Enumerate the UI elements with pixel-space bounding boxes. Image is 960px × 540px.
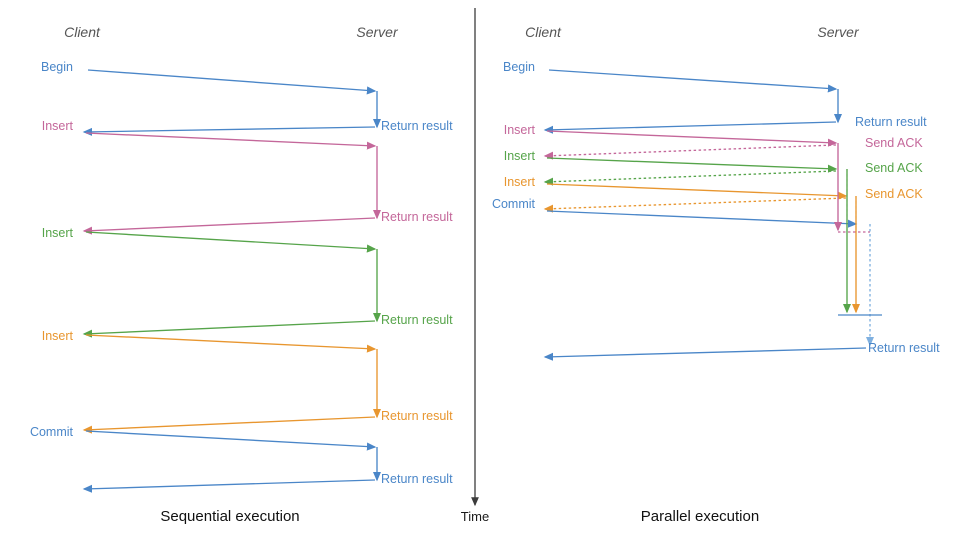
left-actor-server: Server [356, 24, 399, 40]
right-server-label-0: Return result [855, 115, 927, 129]
right-panel-messages [543, 69, 882, 361]
left-panel [82, 69, 382, 493]
right-server-label-3: Send ACK [865, 187, 923, 201]
message-arrow [82, 126, 376, 136]
left-server-label-2: Return result [381, 313, 453, 327]
left-server-label-0: Return result [381, 119, 453, 133]
right-panel-caption: Parallel execution [641, 508, 759, 525]
message-arrow [543, 197, 847, 213]
left-client-label-2: Insert [42, 226, 74, 240]
right-panel [543, 69, 882, 361]
message-arrow [543, 144, 837, 160]
message-arrow [82, 320, 376, 338]
left-server-label-1: Return result [381, 210, 453, 224]
right-actor-client: Client [525, 24, 562, 40]
left-client-label-4: Commit [30, 425, 74, 439]
right-server-label-2: Send ACK [865, 161, 923, 175]
left-server-label-3: Return result [381, 409, 453, 423]
message-arrow [82, 479, 376, 493]
message-arrow [87, 69, 377, 95]
left-panel-messages [82, 69, 382, 493]
right-server-label-1: Send ACK [865, 136, 923, 150]
left-panel-caption: Sequential execution [160, 508, 299, 525]
message-arrow [543, 347, 867, 361]
message-arrow [543, 170, 837, 186]
message-arrow [543, 121, 837, 134]
message-arrow [546, 183, 848, 200]
right-panel-guides [846, 169, 857, 232]
right-client-label-4: Commit [492, 197, 536, 211]
text-layer: Client Server Client Server BeginInsertI… [30, 24, 940, 525]
message-arrow [85, 430, 377, 451]
left-client-label-0: Begin [41, 60, 73, 74]
left-client-label-1: Insert [42, 119, 74, 133]
message-arrow [548, 69, 838, 93]
left-actor-client: Client [64, 24, 101, 40]
message-arrow [546, 130, 838, 147]
message-arrow [85, 132, 377, 150]
message-arrow [85, 334, 377, 353]
right-client-label-2: Insert [504, 149, 536, 163]
right-server-label-4: Return result [868, 341, 940, 355]
left-client-label-3: Insert [42, 329, 74, 343]
right-client-label-1: Insert [504, 123, 536, 137]
right-client-label-0: Begin [503, 60, 535, 74]
message-arrow [546, 157, 838, 173]
left-server-label-4: Return result [381, 472, 453, 486]
message-arrow [82, 416, 376, 434]
time-axis-label: Time [461, 509, 489, 524]
message-arrow [546, 210, 858, 228]
message-arrow [82, 217, 376, 235]
right-client-label-3: Insert [504, 175, 536, 189]
message-arrow [85, 231, 377, 253]
right-actor-server: Server [817, 24, 860, 40]
